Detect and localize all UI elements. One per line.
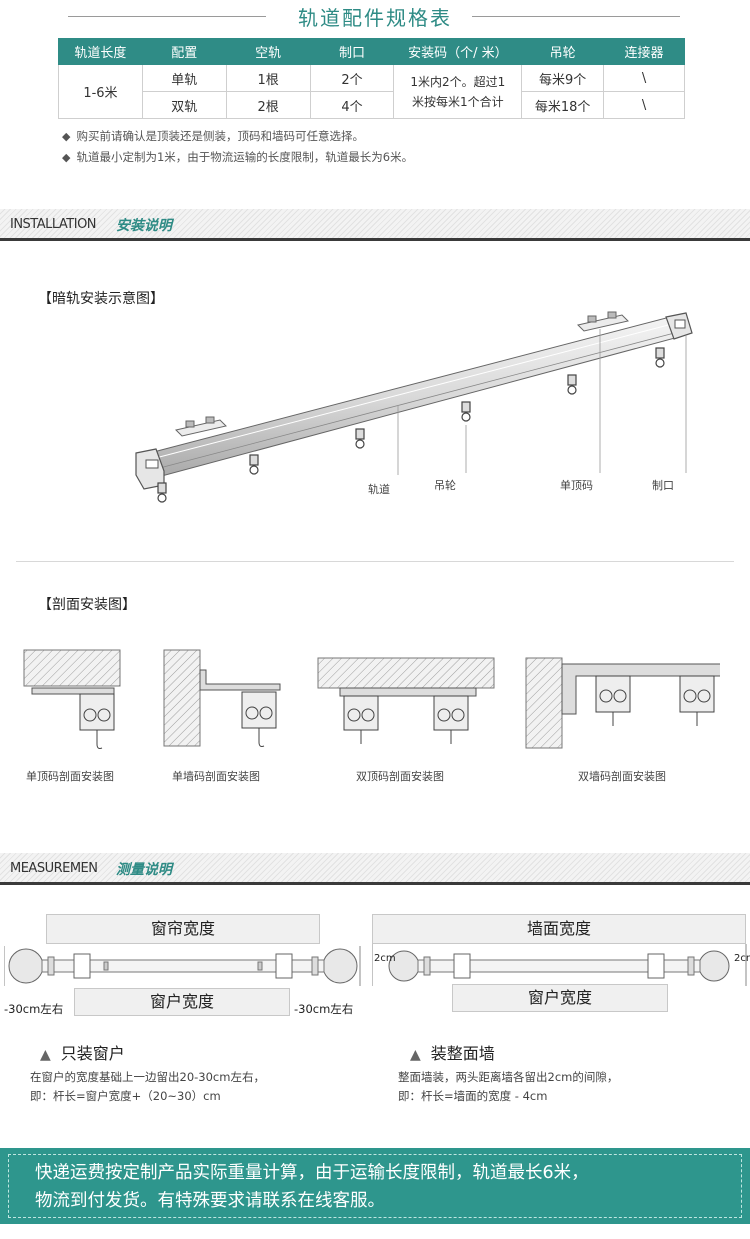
top-bracket-left	[175, 416, 227, 437]
header-mount: 安装码（个/ 米）	[393, 38, 523, 65]
header-stop: 制口	[309, 38, 395, 65]
curtain-width-box: 窗帘宽度	[46, 914, 320, 944]
desc-line: 即：杆长=墙面的宽度 - 4cm	[398, 1089, 548, 1103]
measurement-en: MEASUREMEN	[10, 861, 98, 876]
top-bracket-right	[577, 311, 629, 332]
cell-connector: \	[603, 91, 685, 119]
single-wall-diagram	[163, 649, 281, 747]
rail-body	[135, 312, 693, 490]
triangle-icon: ▲	[40, 1047, 51, 1063]
title-rule-left	[68, 16, 266, 17]
leader-lines	[397, 329, 687, 475]
cell-connector: \	[603, 64, 685, 92]
rod-left	[4, 946, 361, 986]
label-rail: 轨道	[368, 483, 390, 496]
spec-header-row: 轨道长度 配置 空轨 制口 安装码（个/ 米） 吊轮 连接器	[58, 38, 685, 65]
header-bar	[0, 882, 750, 885]
hook-icon	[461, 401, 471, 422]
wall-width-box: 墙面宽度	[372, 914, 746, 944]
shipping-banner: 快递运费按定制产品实际重量计算，由于运输长度限制，轨道最长6米， 物流到付发货。…	[0, 1148, 750, 1224]
installation-en: INSTALLATION	[10, 217, 97, 232]
whole-wall-title: ▲ 装整面墙	[410, 1040, 495, 1064]
triangle-icon: ▲	[410, 1047, 421, 1063]
cell-stop: 2个	[309, 64, 395, 92]
window-only-title: ▲ 只装窗户	[40, 1040, 125, 1064]
desc-line: 即：杆长=窗户宽度+（20~30）cm	[30, 1089, 221, 1103]
side-gap-left: -30cm左右	[4, 1002, 64, 1016]
caption-single-top: 单顶码剖面安装图	[26, 770, 114, 783]
window-only-desc: 在窗户的宽度基础上一边留出20-30cm左右， 即：杆长=窗户宽度+（20~30…	[30, 1068, 265, 1106]
cell-config: 双轨	[141, 91, 227, 119]
spec-table: 轨道长度 配置 空轨 制口 安装码（个/ 米） 吊轮 连接器 1-6米 单轨 1…	[58, 38, 685, 119]
title-rule-right	[472, 16, 680, 17]
desc-line: 整面墙装，两头距离墙各留出2cm的间隙，	[398, 1070, 619, 1084]
table-row: 双轨 2根 4个 每米18个 \	[59, 91, 685, 119]
whole-wall-label: 装整面墙	[430, 1044, 495, 1063]
header-config: 配置	[141, 38, 227, 65]
caption-double-top: 双顶码剖面安装图	[356, 770, 444, 783]
label-stopper: 制口	[652, 479, 674, 492]
desc-line: 在窗户的宽度基础上一边留出20-30cm左右，	[30, 1070, 265, 1084]
cross-section-title: 【剖面安装图】	[38, 597, 136, 613]
label-hook: 吊轮	[434, 479, 456, 492]
header-connector: 连接器	[603, 38, 685, 65]
measurement-header: MEASUREMEN 测量说明	[0, 853, 750, 885]
cell-stop: 4个	[309, 91, 395, 119]
label-top-bracket: 单顶码	[560, 479, 593, 492]
cell-rail: 2根	[225, 91, 311, 119]
header-length: 轨道长度	[58, 38, 143, 65]
header-rail: 空轨	[225, 38, 311, 65]
cell-hook: 每米18个	[521, 91, 605, 119]
banner-line-1: 快递运费按定制产品实际重量计算，由于运输长度限制，轨道最长6米，	[35, 1163, 589, 1183]
hook-icon	[157, 482, 167, 503]
measurement-zh: 测量说明	[116, 862, 172, 878]
caption-double-wall: 双墙码剖面安装图	[578, 770, 666, 783]
note-2: ◆ 轨道最小定制为1米，由于物流运输的长度限制，轨道最长为6米。	[62, 149, 413, 165]
header-bar	[0, 238, 750, 241]
caption-single-wall: 单墙码剖面安装图	[172, 770, 260, 783]
double-top-diagram	[317, 657, 495, 744]
note-text: 轨道最小定制为1米，由于物流运输的长度限制，轨道最长为6米。	[76, 150, 414, 164]
banner-inner: 快递运费按定制产品实际重量计算，由于运输长度限制，轨道最长6米， 物流到付发货。…	[8, 1154, 742, 1218]
spec-title: 轨道配件规格表	[298, 6, 452, 30]
cell-mount: 1米内2个。超过1 米按每米1个合计	[393, 64, 523, 119]
rail-hooks	[157, 347, 665, 503]
window-width-box-left: 窗户宽度	[74, 988, 290, 1016]
rail-illustration	[135, 311, 693, 503]
hook-icon	[249, 454, 259, 475]
diamond-bullet-icon: ◆	[62, 151, 71, 164]
mount-line-1: 1米内2个。超过1	[410, 74, 506, 89]
cell-hook: 每米9个	[521, 64, 605, 92]
single-top-diagram	[23, 649, 121, 749]
cross-section-diagrams	[23, 649, 720, 749]
note-text: 购买前请确认是顶装还是侧装，顶码和墙码可任意选择。	[76, 129, 364, 143]
section-divider	[16, 561, 734, 562]
mount-line-2: 米按每米1个合计	[412, 94, 504, 109]
spec-title-wrap: 轨道配件规格表	[0, 0, 750, 34]
whole-wall-desc: 整面墙装，两头距离墙各留出2cm的间隙， 即：杆长=墙面的宽度 - 4cm	[398, 1068, 618, 1106]
double-wall-diagram	[525, 657, 720, 749]
hook-icon	[655, 347, 665, 368]
hook-icon	[355, 428, 365, 449]
banner-line-2: 物流到付发货。有特殊要求请联系在线客服。	[35, 1191, 385, 1211]
hidden-rail-title: 【暗轨安装示意图】	[38, 291, 164, 307]
diamond-bullet-icon: ◆	[62, 130, 71, 143]
window-only-label: 只装窗户	[60, 1044, 125, 1063]
side-gap-right: -30cm左右	[294, 1002, 354, 1016]
gap-2cm-left: 2cm	[374, 953, 396, 964]
cell-rail: 1根	[225, 64, 311, 92]
installation-header: INSTALLATION 安装说明	[0, 209, 750, 241]
cell-length: 1-6米	[58, 64, 143, 119]
hook-icon	[567, 374, 577, 395]
note-1: ◆ 购买前请确认是顶装还是侧装，顶码和墙码可任意选择。	[62, 128, 364, 144]
installation-zh: 安装说明	[116, 218, 172, 234]
gap-2cm-right: 2cm	[734, 953, 750, 964]
window-width-box-right: 窗户宽度	[452, 984, 668, 1012]
rod-right	[372, 944, 747, 986]
table-row: 1-6米 单轨 1根 2个 1米内2个。超过1 米按每米1个合计 每米9个 \	[58, 64, 685, 119]
cell-config: 单轨	[141, 64, 227, 92]
header-hook: 吊轮	[521, 38, 605, 65]
